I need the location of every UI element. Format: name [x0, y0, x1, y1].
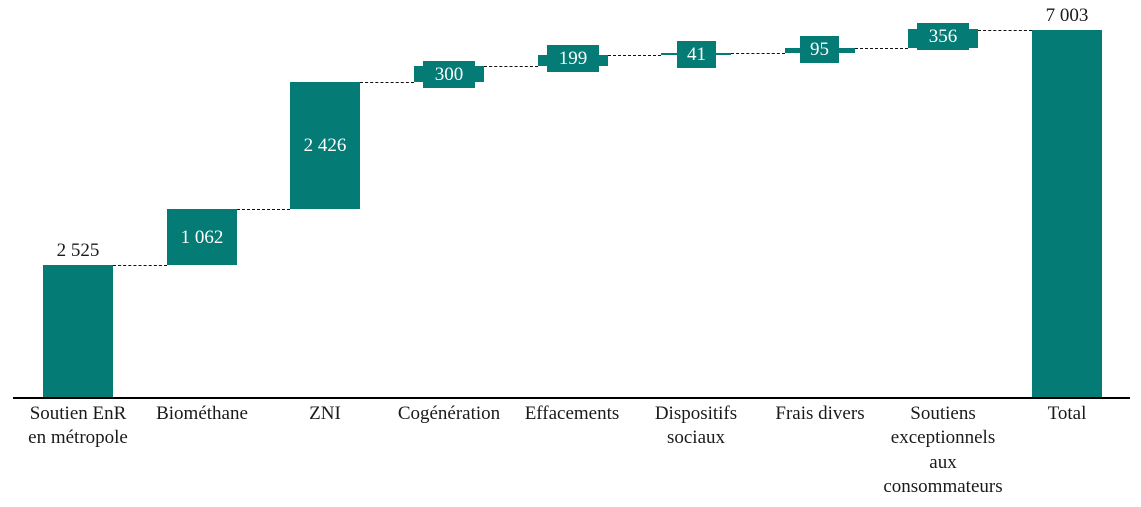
bar-value-label: 2 426	[303, 135, 347, 156]
waterfall-connector	[608, 55, 661, 56]
category-label: Soutien EnR en métropole	[8, 402, 148, 451]
waterfall-connector	[484, 66, 538, 67]
category-label-line: Soutiens	[910, 403, 976, 424]
waterfall-connector	[855, 48, 908, 49]
total-bar[interactable]	[1032, 30, 1102, 398]
waterfall-connector	[113, 265, 167, 266]
category-label-line: Effacements	[524, 403, 620, 424]
category-label-line: sociaux	[666, 427, 726, 449]
category-label: ZNI	[263, 402, 387, 426]
category-label-line: ZNI	[309, 403, 341, 424]
bar-value-label: 1 062	[180, 227, 224, 248]
category-label-line: Total	[1047, 403, 1087, 424]
bar-value-label: 356	[917, 23, 969, 50]
category-label-line: Dispositifs	[654, 403, 738, 424]
waterfall-bar[interactable]	[43, 265, 113, 398]
category-label: Cogénération	[384, 402, 514, 426]
category-label-line: aux	[929, 451, 957, 473]
waterfall-connector	[978, 30, 1032, 31]
bar-value-label: 300	[423, 61, 475, 88]
category-label: Total	[1005, 402, 1129, 426]
category-axis: Soutien EnR en métropole Biométhane ZNI Cogé…	[0, 402, 1141, 507]
category-label: Effacements	[510, 402, 634, 426]
category-label-line: Cogénération	[397, 403, 501, 424]
category-label-line: Soutien EnR	[29, 403, 127, 424]
category-label: Biométhane	[140, 402, 264, 426]
category-label-line: Biométhane	[156, 403, 248, 424]
category-label-line: en métropole	[28, 427, 128, 449]
category-label: Frais divers	[758, 402, 882, 426]
category-label-line: Frais divers	[775, 403, 865, 424]
category-label-line: consommateurs	[883, 475, 1003, 497]
waterfall-connector	[237, 209, 290, 210]
category-label-line: exceptionnels	[890, 427, 996, 449]
waterfall-bar[interactable]	[290, 82, 360, 209]
bar-value-label: 199	[547, 45, 599, 72]
plot-area: 2 525 1 062 2 426 300 199 41 95 356 7 003	[43, 5, 1102, 398]
x-axis-line	[13, 397, 1130, 399]
waterfall-connector	[360, 82, 414, 83]
bar-value-label: 2 525	[56, 240, 100, 261]
waterfall-bar[interactable]	[167, 209, 237, 265]
bar-value-label: 41	[677, 41, 716, 68]
waterfall-connector	[731, 53, 785, 54]
bar-value-label: 7 003	[1045, 5, 1089, 26]
bar-value-label: 95	[800, 36, 839, 63]
category-label: Dispositifs sociaux	[634, 402, 758, 451]
